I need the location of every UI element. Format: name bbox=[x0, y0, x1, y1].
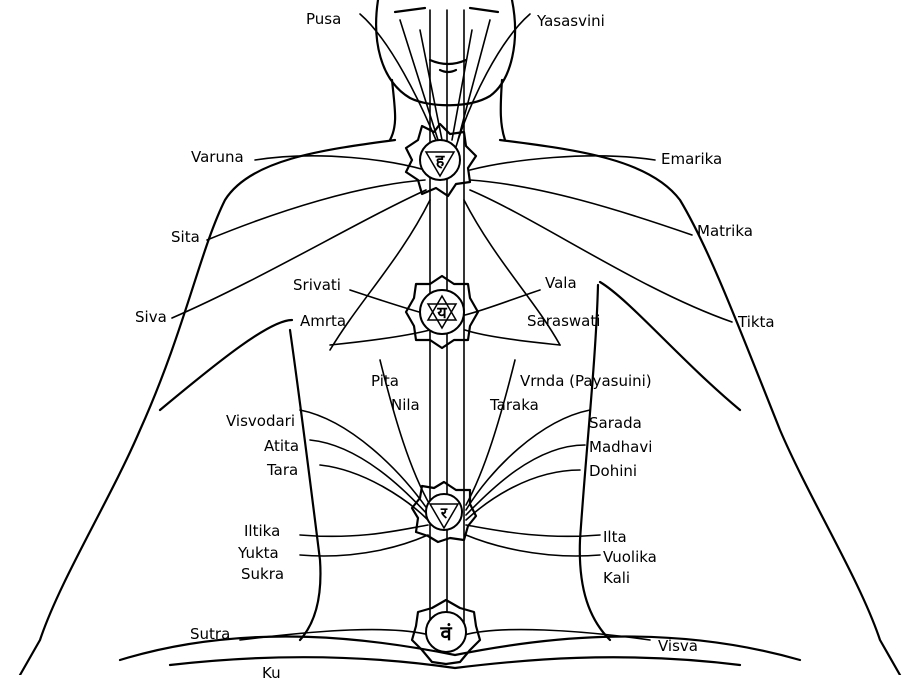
label-madhavi: Madhavi bbox=[589, 438, 653, 456]
label-sutra: Sutra bbox=[190, 625, 231, 643]
face-features bbox=[393, 6, 500, 74]
right-shoulder-arm bbox=[498, 138, 902, 675]
nadi-matrika bbox=[469, 179, 693, 236]
right-inner-arm bbox=[578, 283, 612, 642]
heart-chakra bbox=[404, 274, 480, 350]
solar-chakra-glyph: र bbox=[440, 504, 448, 522]
lap-line bbox=[168, 656, 742, 670]
sacral-chakra bbox=[410, 598, 482, 666]
label-yukta: Yukta bbox=[238, 544, 279, 562]
label-sita: Sita bbox=[171, 228, 200, 246]
nadi-siva bbox=[171, 189, 427, 319]
label-tikta: Tikta bbox=[738, 313, 775, 331]
label-vala: Vala bbox=[545, 274, 577, 292]
label-taraka: Taraka bbox=[490, 396, 539, 414]
neck-left bbox=[388, 78, 397, 142]
nadi-varuna bbox=[254, 155, 426, 171]
heart-chakra-glyph: य bbox=[436, 303, 447, 322]
label-iltika: Iltika bbox=[244, 522, 281, 540]
nadi-sita bbox=[206, 179, 426, 241]
nadi-iltika bbox=[299, 524, 429, 538]
label-sukra: Sukra bbox=[241, 565, 285, 583]
nadi-tikta bbox=[469, 189, 733, 323]
label-pita: Pita bbox=[371, 372, 399, 390]
label-atita: Atita bbox=[264, 437, 300, 455]
label-amrta: Amrta bbox=[300, 312, 347, 330]
throat-chakra-glyph: ह bbox=[435, 151, 446, 170]
label-matrika: Matrika bbox=[697, 222, 753, 240]
nadi-emarika bbox=[469, 155, 656, 171]
nadi-yasasvini bbox=[454, 13, 531, 151]
label-kuhu: Ku bbox=[262, 664, 281, 682]
left-torso-side bbox=[158, 318, 294, 412]
label-varuna: Varuna bbox=[191, 148, 244, 166]
label-sarada: Sarada bbox=[589, 414, 642, 432]
sacral-chakra-glyph: वं bbox=[439, 621, 452, 645]
label-pusa: Pusa bbox=[306, 10, 342, 28]
label-nila: Nila bbox=[391, 396, 420, 414]
throat-chakra bbox=[404, 122, 478, 198]
left-shoulder-arm bbox=[18, 138, 397, 675]
label-tara: Tara bbox=[267, 461, 299, 479]
label-saraswati: Saraswati bbox=[527, 312, 601, 330]
head-outline bbox=[375, 0, 517, 107]
neck-right bbox=[499, 78, 507, 142]
right-torso-side bbox=[598, 280, 742, 412]
solar-chakra bbox=[410, 480, 478, 544]
label-vuolika: Vuolika bbox=[603, 548, 657, 566]
label-emarika: Emarika bbox=[661, 150, 723, 168]
nadi-vala bbox=[464, 289, 541, 316]
label-vrnda: Vrnda (Payasuini) bbox=[520, 372, 652, 390]
label-siva: Siva bbox=[135, 308, 167, 326]
waist-line bbox=[118, 635, 802, 662]
label-dohini: Dohini bbox=[589, 462, 638, 480]
label-srivati: Srivati bbox=[293, 276, 341, 294]
left-inner-arm bbox=[288, 328, 322, 642]
label-visva: Visva bbox=[658, 637, 698, 655]
label-ilta: Ilta bbox=[603, 528, 627, 546]
label-kali: Kali bbox=[603, 569, 631, 587]
label-yasasvini: Yasasvini bbox=[537, 12, 605, 30]
label-visvodari: Visvodari bbox=[226, 412, 296, 430]
